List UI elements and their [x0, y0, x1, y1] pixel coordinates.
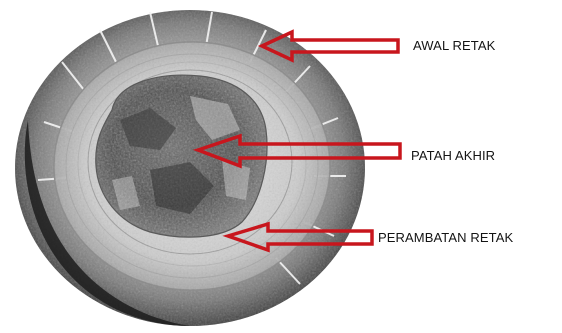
label-final-fracture: PATAH AKHIR — [411, 148, 495, 163]
label-initial-crack: AWAL RETAK — [413, 38, 495, 53]
shaft-cross-section — [15, 10, 365, 326]
label-crack-propagation: PERAMBATAN RETAK — [378, 230, 513, 245]
